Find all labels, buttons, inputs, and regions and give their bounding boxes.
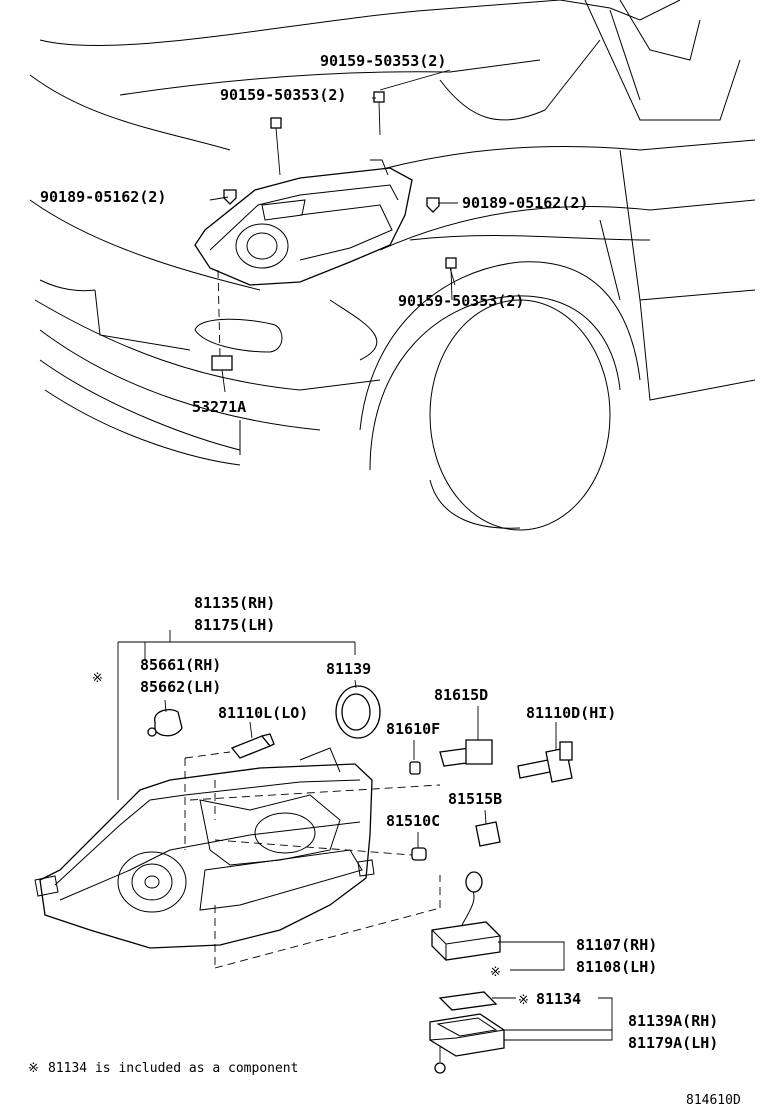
label-bolt-top-right: 90159-50353(2) — [320, 52, 446, 70]
ballast-icon — [431, 871, 565, 971]
label-socket-lh: 85662(LH) — [140, 678, 221, 696]
top-leader-lines — [209, 69, 458, 286]
label-bracket-rh: 81139A(RH) — [628, 1012, 718, 1030]
label-ballast-rh: 81107(RH) — [576, 936, 657, 954]
reference-mark-ballast: ※ — [490, 965, 501, 980]
socket-85661-icon — [147, 699, 183, 737]
label-bracket-53271a: 53271A — [192, 398, 246, 416]
headlamp-assembly-icon — [34, 747, 375, 949]
label-cap-81615d: 81615D — [434, 686, 488, 704]
bulb-lo-icon — [230, 721, 275, 759]
dashed-connectors — [184, 751, 441, 969]
label-ring-81139: 81139 — [326, 660, 371, 678]
label-clip-right: 90189-05162(2) — [462, 194, 588, 212]
cover-81134-icon — [438, 991, 613, 1041]
label-cover-81134: 81134 — [536, 990, 581, 1008]
cap-81615d-icon — [439, 706, 493, 767]
footnote-text: 81134 is included as a component — [48, 1061, 298, 1076]
label-bolt-top-left: 90159-50353(2) — [220, 86, 346, 104]
label-socket-81515b: 81515B — [448, 790, 502, 808]
label-socket-rh: 85661(RH) — [140, 656, 221, 674]
bracket-53271a-icon — [211, 269, 233, 393]
label-bracket-lh: 81179A(LH) — [628, 1034, 718, 1052]
reference-mark-headlamp: ※ — [92, 671, 103, 686]
bulb-81510c-icon — [411, 832, 427, 861]
ring-81139-icon — [335, 679, 381, 739]
diagram-code: 814610D — [686, 1093, 741, 1108]
bulb-81610f-icon — [409, 740, 421, 775]
bracket-81139a-icon — [429, 1013, 612, 1074]
car-front-outline-icon — [29, 0, 756, 531]
reference-mark-cover: ※ — [518, 993, 529, 1008]
headlamp-leader-bracket — [117, 630, 356, 800]
label-ballast-lh: 81108(LH) — [576, 958, 657, 976]
headlamp-installed-icon — [194, 159, 413, 286]
footnote-mark: ※ — [28, 1061, 39, 1076]
label-bolt-lower: 90159-50353(2) — [398, 292, 524, 310]
label-clip-left: 90189-05162(2) — [40, 188, 166, 206]
label-bulb-lo: 81110L(LO) — [218, 704, 308, 722]
label-headlamp-rh: 81135(RH) — [194, 594, 275, 612]
socket-81515b-icon — [475, 809, 501, 847]
label-bulb-81510c: 81510C — [386, 812, 440, 830]
clip-icon — [223, 189, 440, 213]
label-bulb-hi: 81110D(HI) — [526, 704, 616, 722]
label-bulb-81610f: 81610F — [386, 720, 440, 738]
bulb-hi-icon — [517, 722, 573, 783]
label-headlamp-lh: 81175(LH) — [194, 616, 275, 634]
